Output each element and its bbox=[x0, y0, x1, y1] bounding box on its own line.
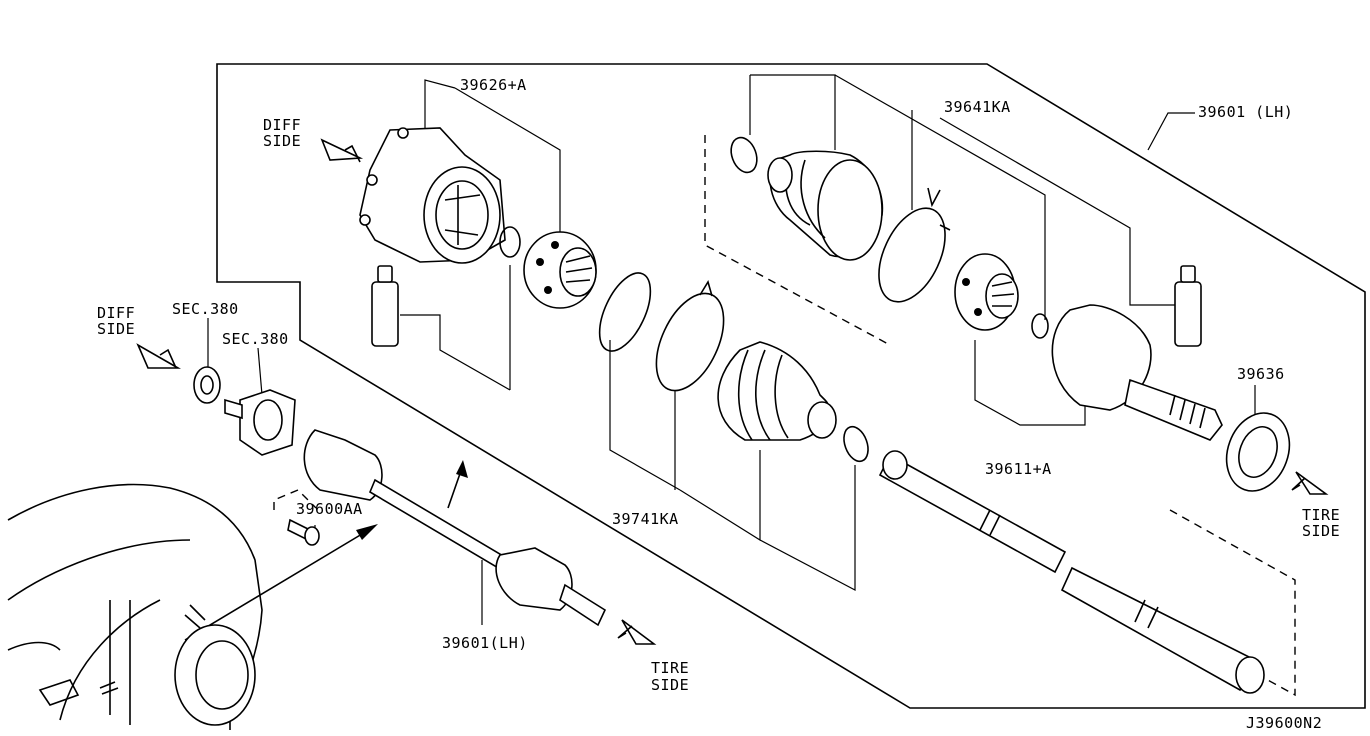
flange-left bbox=[224, 389, 296, 456]
drive-shaft-assembly bbox=[303, 429, 607, 627]
joint-cage-a bbox=[523, 231, 597, 309]
label-39636: 39636 bbox=[1237, 365, 1285, 383]
seal-left bbox=[193, 366, 221, 404]
inner-joint-housing bbox=[359, 127, 506, 264]
vehicle-outline bbox=[7, 483, 263, 730]
outer-joint bbox=[1051, 304, 1223, 441]
label-tire-right-1: TIRE bbox=[1302, 506, 1340, 524]
arrow-tire-side-right bbox=[1291, 471, 1329, 495]
arrow-diff-side-top bbox=[320, 138, 364, 163]
label-39601-bottom: 39601(LH) bbox=[442, 634, 528, 652]
grease-tube-b bbox=[1174, 265, 1202, 347]
shaft-dashed-box bbox=[1169, 509, 1296, 697]
grease-tube-a bbox=[371, 265, 399, 347]
label-sec380-b: SEC.380 bbox=[222, 330, 289, 348]
label-39611A: 39611+A bbox=[985, 460, 1052, 478]
joint-cage-b bbox=[954, 253, 1019, 331]
label-diff-left-1: DIFF bbox=[97, 304, 135, 322]
detail-frame bbox=[216, 63, 1366, 709]
label-tire-right-2: SIDE bbox=[1302, 522, 1340, 540]
band-clamp-b bbox=[843, 425, 869, 463]
label-tire-bottom-1: TIRE bbox=[651, 659, 689, 677]
bolt-39600AA bbox=[287, 518, 320, 546]
boot-a bbox=[717, 341, 837, 441]
snap-ring-a bbox=[499, 226, 521, 258]
label-39741KA: 39741KA bbox=[612, 510, 679, 528]
dust-seal-ring bbox=[1225, 412, 1291, 492]
arrow-long-head bbox=[356, 524, 378, 540]
label-39600AA: 39600AA bbox=[296, 500, 363, 518]
boot-b bbox=[767, 150, 884, 261]
ring-b bbox=[598, 272, 652, 352]
label-diff-left-2: SIDE bbox=[97, 320, 135, 338]
label-39641KA: 39641KA bbox=[944, 98, 1011, 116]
snap-ring-c bbox=[1031, 313, 1049, 339]
arrow-diff-side-left bbox=[136, 343, 181, 369]
band-clamp-c bbox=[730, 136, 758, 174]
intermediate-shaft bbox=[878, 450, 1265, 694]
leader-lines bbox=[207, 74, 1256, 625]
label-39626A: 39626+A bbox=[460, 76, 527, 94]
label-diff-top-2: SIDE bbox=[263, 132, 301, 150]
label-diff-top-1: DIFF bbox=[263, 116, 301, 134]
arrow-long bbox=[184, 527, 373, 641]
arrow-tire-side-bottom bbox=[617, 619, 657, 645]
label-tire-bottom-2: SIDE bbox=[651, 676, 689, 694]
band-clamp-d bbox=[878, 207, 946, 303]
label-39601-top: 39601 (LH) bbox=[1198, 103, 1293, 121]
label-sec380-a: SEC.380 bbox=[172, 300, 239, 318]
arrow-up-head bbox=[456, 460, 468, 478]
diagram-code: J39600N2 bbox=[1246, 714, 1322, 732]
